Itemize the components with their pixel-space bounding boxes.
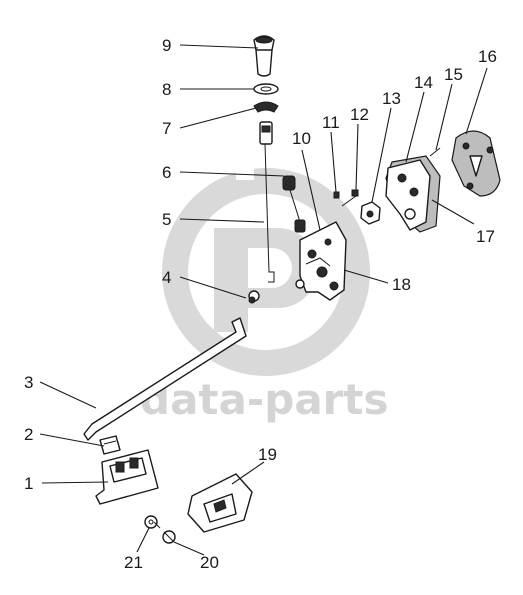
part-14-bracket xyxy=(385,155,441,233)
leader-13 xyxy=(371,107,392,203)
leader-19 xyxy=(231,461,265,485)
callout-15: 15 xyxy=(444,65,463,84)
part-1-handle xyxy=(95,449,159,505)
leader-21 xyxy=(136,527,150,553)
callout-5: 5 xyxy=(162,210,171,229)
callout-11: 11 xyxy=(322,113,340,132)
leader-11 xyxy=(330,131,337,193)
leader-12 xyxy=(355,123,359,191)
leader-6 xyxy=(179,171,285,177)
part-12-screw xyxy=(341,189,359,207)
leader-17 xyxy=(431,199,475,225)
part-3-rod xyxy=(83,317,247,441)
part-19-cover xyxy=(187,473,253,533)
callout-9: 9 xyxy=(162,36,171,55)
leader-3 xyxy=(39,381,97,409)
leader-5 xyxy=(179,218,265,223)
callout-12: 12 xyxy=(350,105,369,124)
leader-9 xyxy=(179,44,259,49)
callout-10: 10 xyxy=(292,129,311,148)
callout-3: 3 xyxy=(24,373,33,392)
leader-lines xyxy=(39,44,488,556)
part-15-pin xyxy=(429,147,441,157)
part-9-knob xyxy=(253,35,275,77)
leader-2 xyxy=(39,433,105,447)
callout-1: 1 xyxy=(24,474,33,493)
callout-20: 20 xyxy=(200,553,219,572)
leader-7 xyxy=(179,107,257,129)
callout-14: 14 xyxy=(414,73,433,92)
part-2-clip xyxy=(99,435,121,455)
part-11-screw xyxy=(333,191,340,199)
watermark: data-parts xyxy=(140,150,388,424)
callout-2: 2 xyxy=(24,425,33,444)
callout-19: 19 xyxy=(258,445,277,464)
part-20-bolt xyxy=(153,521,176,544)
part-8-washer xyxy=(253,83,279,95)
part-21-washer xyxy=(144,515,158,529)
leader-4 xyxy=(179,276,247,299)
callout-13: 13 xyxy=(382,89,401,108)
leader-15 xyxy=(435,83,453,151)
watermark-brand: data-parts xyxy=(140,375,388,424)
callout-18: 18 xyxy=(392,275,411,294)
leader-14 xyxy=(405,91,425,163)
callout-8: 8 xyxy=(162,80,171,99)
part-7-clip xyxy=(253,101,279,113)
callout-4: 4 xyxy=(162,268,171,287)
leader-16 xyxy=(465,67,488,135)
part-4-clip xyxy=(248,290,260,304)
leader-18 xyxy=(343,269,389,284)
part-6-linkage xyxy=(282,175,306,233)
callout-numbers: 1 2 3 4 5 6 7 8 9 10 11 12 13 14 15 16 1… xyxy=(24,36,497,572)
callout-6: 6 xyxy=(162,163,171,182)
callout-7: 7 xyxy=(162,119,171,138)
leader-20 xyxy=(173,541,205,556)
part-16-gasket xyxy=(451,130,501,197)
leader-1 xyxy=(41,481,109,484)
parts xyxy=(83,35,501,544)
part-13-nut xyxy=(360,201,381,225)
callout-17: 17 xyxy=(476,227,495,246)
leader-10 xyxy=(301,149,321,231)
callout-21: 21 xyxy=(124,553,143,572)
callout-16: 16 xyxy=(478,47,497,66)
part-10-lock-mechanism xyxy=(295,221,347,301)
part-5-rod xyxy=(259,121,275,283)
